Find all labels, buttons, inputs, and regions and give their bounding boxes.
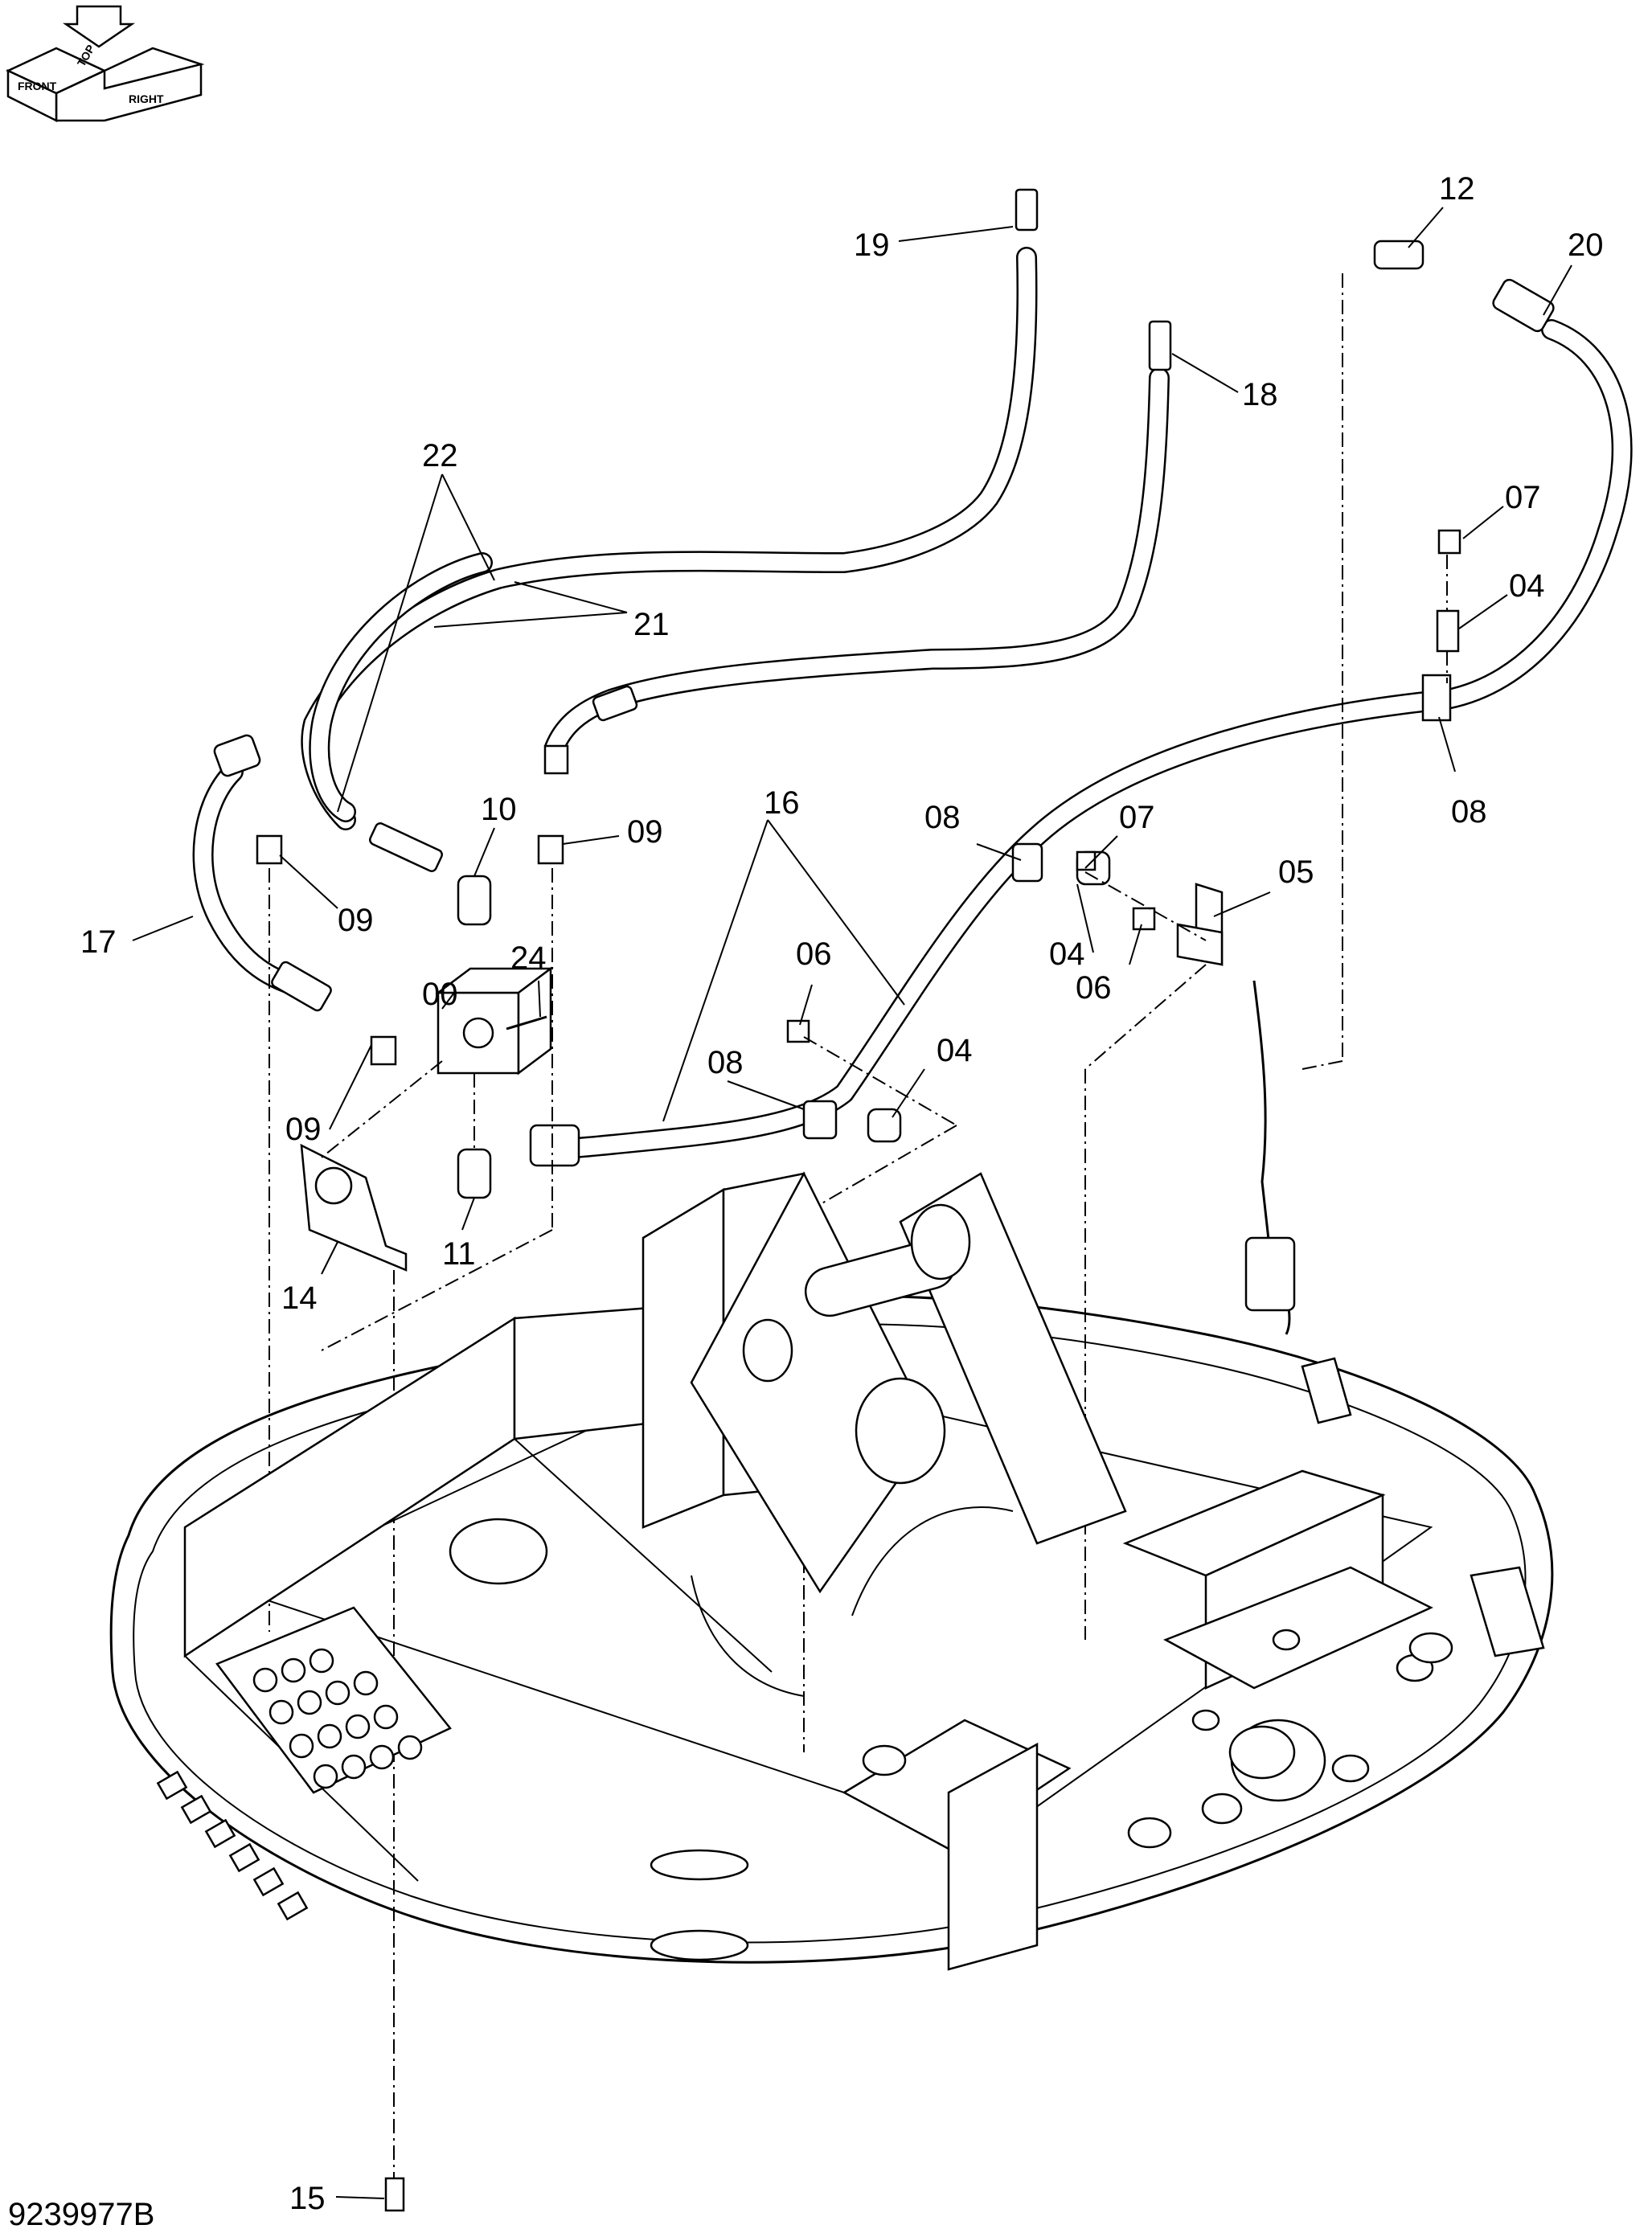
connector-09-a: [256, 834, 283, 865]
callout-09-upper-left: 09: [338, 903, 374, 938]
callout-20: 20: [1568, 227, 1604, 263]
leader-lines: [132, 207, 1572, 2199]
bolt-07-b: [1437, 529, 1461, 555]
elbow-17-top: [213, 734, 261, 777]
clamp-08-upper: [1421, 674, 1452, 722]
bolt-06-b: [1132, 907, 1156, 931]
callout-05: 05: [1278, 854, 1314, 890]
callout-08-right: 08: [1451, 794, 1487, 830]
elbow-11: [457, 1148, 492, 1199]
callout-11: 11: [442, 1236, 476, 1272]
bolt-15: [384, 2177, 405, 2212]
callout-10: 10: [481, 792, 517, 827]
side-ports: [156, 1770, 309, 1921]
callout-19: 19: [854, 227, 890, 263]
bracket-14: [300, 1143, 408, 1272]
callout-18: 18: [1242, 377, 1278, 412]
fitting-17-end: [271, 961, 332, 1012]
bolt-06-a: [786, 1019, 810, 1043]
fitting-22-end: [369, 822, 443, 872]
callout-04-lower: 04: [937, 1033, 973, 1068]
orientation-right-label: RIGHT: [129, 92, 164, 105]
small-parts: [256, 529, 1461, 2212]
spacer-04: [1436, 609, 1460, 653]
callout-07-upper: 07: [1505, 480, 1541, 515]
orientation-front-label: FRONT: [18, 80, 57, 92]
fitting-18: [1148, 320, 1172, 371]
callout-06-right: 06: [1076, 970, 1112, 1006]
connector-09-c: [370, 1035, 397, 1066]
clip-04-b: [867, 1108, 902, 1143]
clamp-08-mid: [1011, 842, 1043, 883]
callout-09-upper-right: 09: [627, 814, 663, 850]
control-valve-spools: [252, 1648, 423, 1789]
drawing-number: 9239977B: [8, 2197, 154, 2229]
callout-22: 22: [422, 438, 458, 473]
callout-17: 17: [80, 924, 117, 960]
fitting-20: [1492, 278, 1555, 333]
hose-assemblies: [192, 188, 1633, 1167]
callout-07-lower: 07: [1119, 800, 1155, 835]
callout-06-center: 06: [796, 936, 832, 972]
callout-12: 12: [1439, 171, 1475, 207]
callout-15: 15: [289, 2181, 326, 2216]
callout-08-mid: 08: [924, 800, 961, 835]
bolt-24: [506, 1015, 547, 1031]
elbow-12: [1373, 240, 1424, 270]
bolt-07-a: [1076, 850, 1097, 871]
fitting-16-end: [529, 1124, 580, 1167]
callout-04-upper: 04: [1509, 568, 1545, 604]
callout-16: 16: [764, 785, 800, 821]
fitting-hose-18-lower: [543, 744, 569, 775]
callout-08-lower: 08: [707, 1045, 744, 1080]
callout-04-mid: 04: [1049, 936, 1085, 972]
elbow-10: [457, 875, 492, 926]
fitting-19: [1015, 188, 1039, 232]
callout-14: 14: [281, 1280, 318, 1316]
callout-09-lower: 09: [285, 1112, 322, 1147]
upper-frame: [109, 1171, 1554, 1971]
orientation-badge: FRONT TOP RIGHT: [6, 5, 205, 123]
callout-24: 24: [510, 940, 547, 976]
callout-00: 00: [422, 977, 458, 1012]
connector-09-b: [537, 834, 564, 865]
clamp-08-lower: [802, 1100, 838, 1140]
callout-21: 21: [633, 607, 670, 642]
callout-labels: 19 12 20 18 22 21 07 04 10 09 09 16 08 0…: [80, 171, 1604, 2216]
